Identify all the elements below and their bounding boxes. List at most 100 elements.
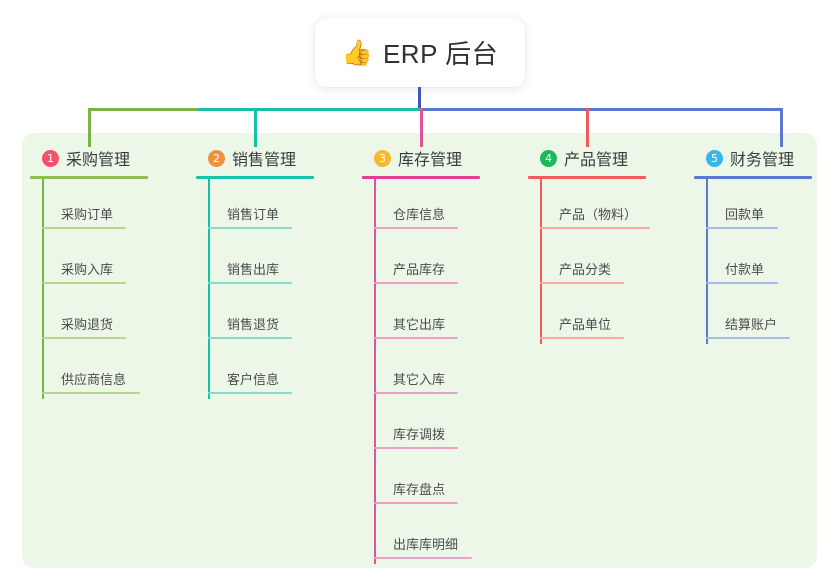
branch-spine <box>374 179 376 564</box>
branch-child-item[interactable]: 产品单位 <box>528 289 648 344</box>
branch-children: 销售订单销售出库销售退货客户信息 <box>196 179 316 399</box>
branch-child-item[interactable]: 其它入库 <box>362 344 482 399</box>
branch-children: 产品（物料） 产品分类产品单位 <box>528 179 650 344</box>
branch-child-item[interactable]: 出库库明细 <box>362 509 482 564</box>
branch-title-underline <box>196 176 314 179</box>
branch-child-item[interactable]: 仓库信息 <box>362 179 482 234</box>
branch-child-label: 销售出库 <box>227 262 280 277</box>
branch-child-item[interactable]: 其它出库 <box>362 289 482 344</box>
branch-child-label: 其它入库 <box>393 372 446 387</box>
branch-child-underline <box>208 337 292 339</box>
branch-child-item[interactable]: 供应商信息 <box>30 344 150 399</box>
branch-child-label: 回款单 <box>725 207 765 222</box>
branch-child-item[interactable]: 销售退货 <box>196 289 316 344</box>
connector-bar-segment-1 <box>88 108 198 111</box>
branch-child-item[interactable]: 库存调拨 <box>362 399 482 454</box>
branch-child-underline <box>374 227 458 229</box>
branch-number-badge: 2 <box>208 149 225 167</box>
branch-header-1[interactable]: 1 采购管理 <box>30 146 150 170</box>
branch-title-underline <box>362 176 480 179</box>
branch-child-label: 库存盘点 <box>393 482 446 497</box>
branch-child-label: 客户信息 <box>227 372 280 387</box>
branch-child-item[interactable]: 回款单 <box>694 179 814 234</box>
branch-child-underline <box>374 557 472 559</box>
branch-child-item[interactable]: 采购订单 <box>30 179 150 234</box>
branch-child-label: 付款单 <box>725 262 765 277</box>
branch-child-item[interactable]: 付款单 <box>694 234 814 289</box>
branch-child-underline <box>706 337 790 339</box>
branch-number-badge: 4 <box>540 149 557 167</box>
branch-child-underline <box>374 502 458 504</box>
connector-drop-3 <box>420 108 423 147</box>
branch-child-label: 产品分类 <box>559 262 612 277</box>
branch-child-underline <box>42 227 126 229</box>
branch-child-underline <box>208 392 292 394</box>
branch-child-item[interactable]: 客户信息 <box>196 344 316 399</box>
branch-child-item[interactable]: 产品库存 <box>362 234 482 289</box>
branch-child-label: 出库库明细 <box>393 537 459 552</box>
branch-children: 仓库信息产品库存其它出库其它入库库存调拨库存盘点出库库明细 <box>362 179 482 564</box>
branch-column-4: 4 产品管理产品（物料） 产品分类产品单位 <box>528 146 650 344</box>
branch-child-item[interactable]: 产品（物料） <box>528 179 650 234</box>
connector-drop-1 <box>88 108 91 147</box>
branch-child-underline <box>706 282 778 284</box>
branch-child-underline <box>374 282 458 284</box>
branch-child-item[interactable]: 销售出库 <box>196 234 316 289</box>
branch-title: 采购管理 <box>66 152 131 169</box>
connector-drop-4 <box>586 108 589 147</box>
connector-drop-5 <box>780 108 783 147</box>
branch-title: 财务管理 <box>730 152 795 169</box>
branch-title: 产品管理 <box>564 152 629 169</box>
branch-child-underline <box>540 227 650 229</box>
thumbs-up-emoji: 👍 <box>341 38 373 67</box>
branch-child-underline <box>374 447 458 449</box>
branch-number-badge: 3 <box>374 149 391 167</box>
branch-child-label: 产品单位 <box>559 317 612 332</box>
branch-child-label: 仓库信息 <box>393 207 446 222</box>
connector-bar-segment-2 <box>198 108 420 111</box>
branch-child-underline <box>42 392 140 394</box>
branch-spine <box>42 179 44 399</box>
branch-children: 采购订单采购入库采购退货供应商信息 <box>30 179 150 399</box>
branch-child-label: 其它出库 <box>393 317 446 332</box>
branch-child-item[interactable]: 采购退货 <box>30 289 150 344</box>
branch-number-badge: 1 <box>42 149 59 167</box>
branch-child-label: 产品（物料） <box>559 207 638 222</box>
branch-child-underline <box>540 337 624 339</box>
root-node[interactable]: 👍 ERP 后台 <box>315 18 525 87</box>
branch-child-underline <box>42 337 126 339</box>
branch-child-label: 采购退货 <box>61 317 114 332</box>
branch-child-label: 采购入库 <box>61 262 114 277</box>
branch-child-underline <box>208 227 292 229</box>
branch-child-item[interactable]: 库存盘点 <box>362 454 482 509</box>
branch-title: 销售管理 <box>232 152 297 169</box>
branch-child-label: 销售订单 <box>227 207 280 222</box>
branch-spine <box>540 179 542 344</box>
branch-column-2: 2 销售管理销售订单销售出库销售退货客户信息 <box>196 146 316 399</box>
branch-child-item[interactable]: 销售订单 <box>196 179 316 234</box>
branch-child-item[interactable]: 采购入库 <box>30 234 150 289</box>
branch-header-4[interactable]: 4 产品管理 <box>528 146 648 170</box>
branch-child-label: 采购订单 <box>61 207 114 222</box>
branch-child-underline <box>42 282 126 284</box>
branch-children: 回款单付款单结算账户 <box>694 179 814 344</box>
branch-child-item[interactable]: 结算账户 <box>694 289 814 344</box>
branches-background-panel <box>22 133 817 568</box>
branch-spine <box>706 179 708 344</box>
branch-child-item[interactable]: 产品分类 <box>528 234 648 289</box>
branch-child-label: 产品库存 <box>393 262 446 277</box>
branch-title-underline <box>30 176 148 179</box>
branch-header-2[interactable]: 2 销售管理 <box>196 146 316 170</box>
branch-child-label: 结算账户 <box>725 317 778 332</box>
branch-child-underline <box>540 282 624 284</box>
branch-child-label: 库存调拨 <box>393 427 446 442</box>
connector-drop-2 <box>254 108 257 147</box>
branch-child-underline <box>374 392 458 394</box>
branch-child-underline <box>374 337 458 339</box>
branch-child-label: 供应商信息 <box>61 372 127 387</box>
